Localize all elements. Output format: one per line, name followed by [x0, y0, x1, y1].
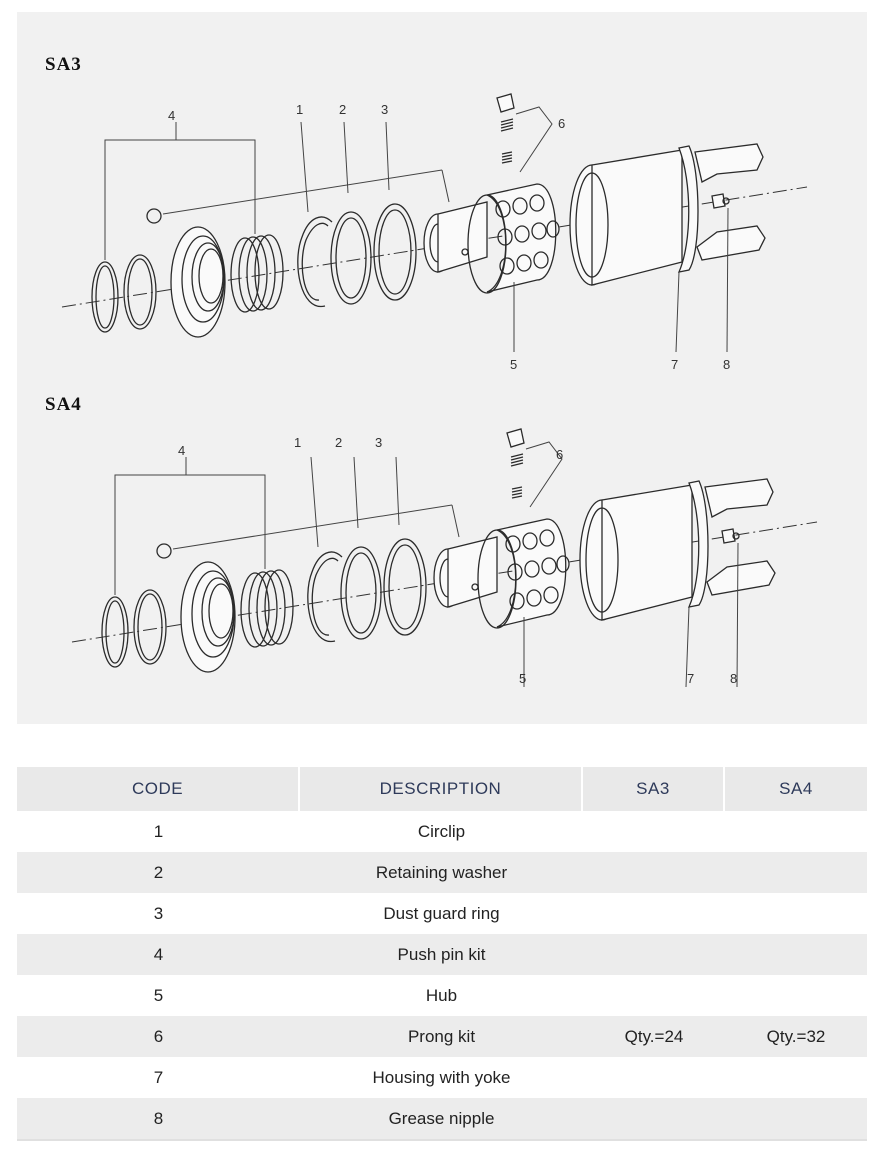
row-sa3 [583, 811, 725, 852]
sa4-callout-4: 4 [178, 443, 185, 458]
row-code: 1 [153, 821, 164, 841]
sa3-callout-2: 2 [339, 102, 346, 117]
row-sa4 [725, 1057, 867, 1098]
header-description: DESCRIPTION [300, 767, 583, 811]
sa4-callout-7: 7 [687, 671, 694, 686]
row-code: 4 [17, 934, 300, 975]
table-row: 6 Prong kit Qty.=24 Qty.=32 [17, 1016, 867, 1057]
header-sa3: SA3 [583, 767, 725, 811]
table-row: 1 Circlip [17, 811, 867, 852]
row-code: 3 [153, 903, 164, 923]
sa3-callout-8: 8 [723, 357, 730, 372]
row-sa3 [583, 1057, 725, 1098]
figure-label-sa4: SA4 [45, 394, 82, 415]
sa4-callout-3: 3 [375, 435, 382, 450]
row-sa3 [583, 893, 725, 934]
row-description: Retaining washer [300, 852, 583, 893]
sa4-callout-2: 2 [335, 435, 342, 450]
row-code: 2 [17, 852, 300, 893]
row-sa4 [725, 975, 867, 1016]
sa3-callout-4: 4 [168, 108, 175, 123]
row-sa3 [583, 852, 725, 893]
row-description: Circlip [417, 821, 466, 841]
sa3-callout-6: 6 [558, 116, 565, 131]
figure-label-sa3: SA3 [45, 54, 82, 75]
table-row: 3 Dust guard ring [17, 893, 867, 934]
row-description: Push pin kit [300, 934, 583, 975]
row-code: 8 [17, 1098, 300, 1141]
row-code: 6 [17, 1016, 300, 1057]
header-sa4: SA4 [725, 767, 867, 811]
row-sa4 [725, 893, 867, 934]
parts-table-header: CODE DESCRIPTION SA3 SA4 [17, 767, 867, 811]
parts-table: CODE DESCRIPTION SA3 SA4 1 Circlip 2 Ret… [17, 767, 867, 1141]
table-row: 5 Hub [17, 975, 867, 1016]
row-description: Grease nipple [300, 1098, 583, 1141]
sa4-callout-1: 1 [294, 435, 301, 450]
row-code: 7 [153, 1067, 164, 1087]
header-code: CODE [17, 767, 300, 811]
row-description: Hub [425, 985, 458, 1005]
row-code: 5 [153, 985, 164, 1005]
row-sa4 [725, 1098, 867, 1141]
exploded-view-drawings: SA3 4 1 2 3 6 5 7 8 SA4 4 1 2 3 6 5 7 8 [45, 54, 818, 688]
row-sa4: Qty.=32 [725, 1016, 867, 1057]
table-row: 4 Push pin kit [17, 934, 867, 975]
sa4-callout-8: 8 [730, 671, 737, 686]
row-sa3 [583, 934, 725, 975]
row-description: Dust guard ring [383, 903, 500, 923]
exploded-view-panel: SA3 4 1 2 3 6 5 7 8 SA4 4 1 2 3 6 5 7 8 [17, 12, 867, 724]
table-row: 7 Housing with yoke [17, 1057, 867, 1098]
sa3-callout-5: 5 [510, 357, 517, 372]
row-sa4 [725, 852, 867, 893]
table-row: 2 Retaining washer [17, 852, 867, 893]
row-sa3 [583, 975, 725, 1016]
sa3-callout-1: 1 [296, 102, 303, 117]
row-sa4 [725, 934, 867, 975]
sa4-callout-5: 5 [519, 671, 526, 686]
row-sa3 [583, 1098, 725, 1141]
table-row: 8 Grease nipple [17, 1098, 867, 1141]
sa3-callout-3: 3 [381, 102, 388, 117]
row-sa3: Qty.=24 [583, 1016, 725, 1057]
sa3-exploded-diagram [61, 93, 808, 353]
sa4-exploded-diagram [71, 428, 818, 688]
row-description: Housing with yoke [372, 1067, 511, 1087]
sa3-callout-7: 7 [671, 357, 678, 372]
row-description: Prong kit [300, 1016, 583, 1057]
row-sa4 [725, 811, 867, 852]
sa4-callout-6: 6 [556, 447, 563, 462]
